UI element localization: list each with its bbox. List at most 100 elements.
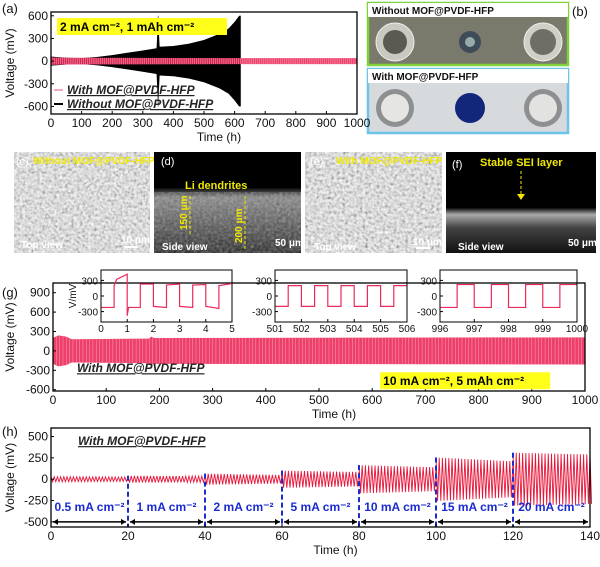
y-tick-label: 0 (431, 292, 437, 303)
panel-label-e: (e) (310, 156, 323, 168)
arrow-head-icon (517, 194, 525, 200)
segment-trace-4 (358, 465, 439, 494)
coin-cell-icon (530, 29, 556, 55)
arrow-head-icon (429, 518, 434, 525)
x-tick-label: 900 (522, 393, 542, 407)
separator-icon (455, 93, 485, 123)
x-tick-label: 503 (319, 324, 336, 335)
x-tick-label: 100 (72, 116, 92, 130)
arrow-head-icon (506, 518, 511, 525)
y-axis-title: Voltage (mV) (3, 28, 17, 97)
segment-trace-6 (512, 452, 593, 506)
panel-label-d: (d) (161, 156, 174, 168)
x-tick-label: 1000 (572, 393, 599, 407)
annotation-highlight (57, 18, 227, 35)
panel-label-b: (b) (572, 4, 588, 19)
sem-panel-f: (f) Stable SEI layer Side view 50 μm (446, 152, 597, 253)
panel-label-g: (g) (2, 285, 18, 300)
x-tick-label: 40 (198, 529, 212, 543)
axes-frame (50, 427, 591, 528)
sem-image-side-view (446, 152, 596, 253)
photo-label-bg (368, 3, 568, 17)
y-tick-label: -300 (78, 308, 98, 319)
x-tick-label: 900 (316, 116, 336, 130)
x-tick-label: 100 (426, 529, 446, 543)
arrow-head-icon (361, 518, 366, 525)
rate-label: 10 mA cm⁻² (364, 500, 431, 514)
x-axis-title: Time (h) (313, 543, 357, 557)
y-tick-label: 300 (28, 31, 48, 45)
sem-texture (154, 192, 301, 253)
arrow-head-icon (198, 518, 203, 525)
x-tick-label: 0 (48, 116, 55, 130)
segment-trace-2 (204, 473, 285, 485)
sem-view-label: Top view (21, 240, 63, 251)
y-tick-label: 250 (28, 451, 48, 465)
x-tick-label: 800 (469, 393, 489, 407)
sem-title: Without MOF@PVDF-HFP (33, 156, 155, 167)
sem-title: With MOF@PVDF-HFP (336, 156, 443, 167)
arrow-head-icon (352, 518, 357, 525)
sem-view-label: Top view (314, 242, 356, 253)
x-tick-label: 600 (362, 393, 382, 407)
y-tick-label: -300 (252, 308, 272, 319)
x-tick-label: 1000 (344, 116, 371, 130)
sem-title: Stable SEI layer (480, 157, 563, 169)
x-tick-label: 20 (121, 529, 135, 543)
dimension-label: 150 μm (179, 195, 190, 230)
rate-label: 1 mA cm⁻² (137, 500, 197, 514)
legend-label: With MOF@PVDF-HFP (77, 361, 206, 375)
arrow-head-icon (53, 518, 58, 525)
y-tick-label: 0 (92, 292, 98, 303)
x-tick-label: 400 (256, 393, 276, 407)
x-tick-label: 300 (133, 116, 153, 130)
separator-icon (465, 37, 475, 47)
rate-label: 20 mA cm⁻² (518, 500, 585, 514)
x-tick-label: 1 (124, 324, 130, 335)
annotation-label: 10 mA cm⁻², 5 mAh cm⁻² (383, 374, 524, 388)
y-tick-label: -250 (24, 494, 48, 508)
x-tick-label: 998 (500, 324, 517, 335)
x-tick-label: 800 (286, 116, 306, 130)
x-tick-label: 0 (50, 393, 57, 407)
annotation-label: 2 mA cm⁻², 1 mAh cm⁻² (60, 20, 194, 34)
panel-label-h: (h) (2, 424, 18, 439)
y-axis-title: V/mV (68, 283, 79, 308)
rate-label: 0.5 mA cm⁻² (55, 500, 125, 514)
photo-label-bg (368, 69, 568, 83)
arrow-head-icon (275, 518, 280, 525)
x-tick-label: 600 (225, 116, 245, 130)
y-tick-label: -300 (24, 77, 48, 91)
x-tick-label: 1000 (566, 324, 589, 335)
y-tick-label: 0 (266, 292, 272, 303)
series-line (440, 283, 577, 309)
photo-label-with: With MOF@PVDF-HFP (372, 72, 479, 83)
x-tick-label: 400 (163, 116, 183, 130)
arrow-head-icon (130, 518, 135, 525)
x-tick-label: 501 (267, 324, 284, 335)
x-tick-label: 300 (203, 393, 223, 407)
x-tick-label: 2 (151, 324, 157, 335)
x-tick-label: 100 (96, 393, 116, 407)
y-tick-label: 300 (255, 276, 272, 287)
x-tick-label: 5 (229, 324, 235, 335)
x-tick-label: 506 (399, 324, 416, 335)
panel-b-photos: Without MOF@PVDF-HFP With MOF@PVDF-HFP (366, 1, 570, 135)
scale-bar (416, 247, 430, 249)
y-tick-label: 600 (30, 305, 50, 319)
sem-panel-e: (e) With MOF@PVDF-HFP Top view 10 μm (305, 152, 443, 253)
x-tick-label: 200 (149, 393, 169, 407)
arrow-head-icon (515, 518, 520, 525)
y-tick-label: -300 (417, 308, 437, 319)
panel-label-a: (a) (2, 1, 18, 16)
x-tick-label: 4 (203, 324, 209, 335)
sem-scale-label: 50 μm (568, 238, 597, 249)
x-tick-label: 3 (177, 324, 183, 335)
legend-label: With MOF@PVDF-HFP (67, 83, 196, 97)
sem-image-top-view (14, 152, 150, 253)
segment-trace-3 (281, 470, 362, 488)
segment-trace-1 (127, 474, 208, 485)
coin-cell-icon (529, 94, 557, 122)
